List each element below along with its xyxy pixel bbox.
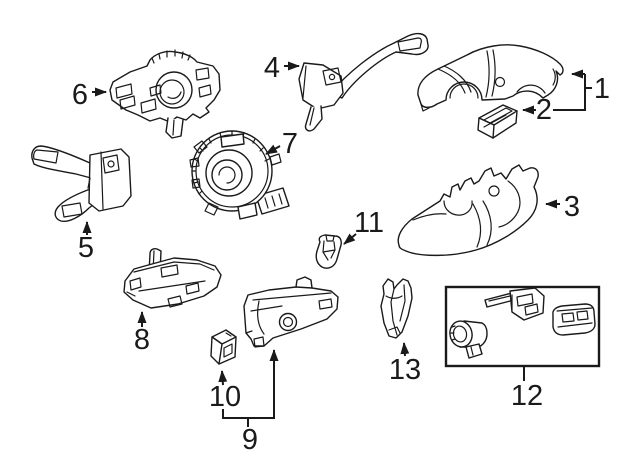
callout-8: 8 <box>134 311 150 356</box>
callout-8-label: 8 <box>134 324 150 356</box>
callout-5: 5 <box>78 221 94 264</box>
callout-11: 11 <box>343 207 384 245</box>
callout-7: 7 <box>265 128 298 160</box>
callout-6-label: 6 <box>72 79 88 111</box>
callout-10: 10 <box>209 370 241 413</box>
callout-11-arrow <box>343 233 357 245</box>
ignition-lock-cylinder <box>449 320 488 359</box>
callout-10-arrow <box>218 370 228 386</box>
callout-2: 2 <box>522 94 552 126</box>
callout-7-label: 7 <box>282 128 298 160</box>
part-clockspring <box>189 130 290 220</box>
callout-10-label: 10 <box>209 381 241 413</box>
transponder-key <box>484 287 545 321</box>
callout-3-label: 3 <box>564 191 580 223</box>
part-combination-switch-base <box>109 49 221 139</box>
part-turn-signal-lever <box>31 145 132 223</box>
callout-2-label: 2 <box>536 94 552 126</box>
part-upper-column-cover <box>417 44 564 112</box>
callout-3: 3 <box>545 191 580 223</box>
part-lock-cylinder-key-set <box>444 285 601 368</box>
part-column-cover-cap <box>477 104 518 139</box>
part-switch-block <box>210 329 237 365</box>
callout-13: 13 <box>389 342 421 386</box>
callout-1-label: 1 <box>594 73 610 105</box>
callout-12: 12 <box>511 366 543 412</box>
part-bracket-cover <box>380 278 413 339</box>
callout-6: 6 <box>72 79 107 111</box>
callout-5-label: 5 <box>78 232 94 264</box>
callout-13-arrow <box>400 342 410 357</box>
callout-4-label: 4 <box>264 52 280 84</box>
callout-7-arrow <box>265 144 281 155</box>
part-column-housing <box>243 276 339 348</box>
part-lower-column-cover <box>397 164 539 257</box>
callout-1-bracket <box>553 74 592 111</box>
callout-11-label: 11 <box>354 207 384 239</box>
callout-12-label: 12 <box>511 380 543 412</box>
remote-fob <box>552 303 596 336</box>
callout-9-label: 9 <box>242 424 258 456</box>
part-wiper-switch-lever <box>298 32 429 132</box>
callout-4: 4 <box>264 52 300 84</box>
callout-9: 9 <box>222 349 279 456</box>
part-clip <box>315 234 342 269</box>
callout-13-label: 13 <box>389 354 421 386</box>
part-housing-bracket <box>123 248 222 309</box>
callout-1: 1 <box>553 69 610 111</box>
